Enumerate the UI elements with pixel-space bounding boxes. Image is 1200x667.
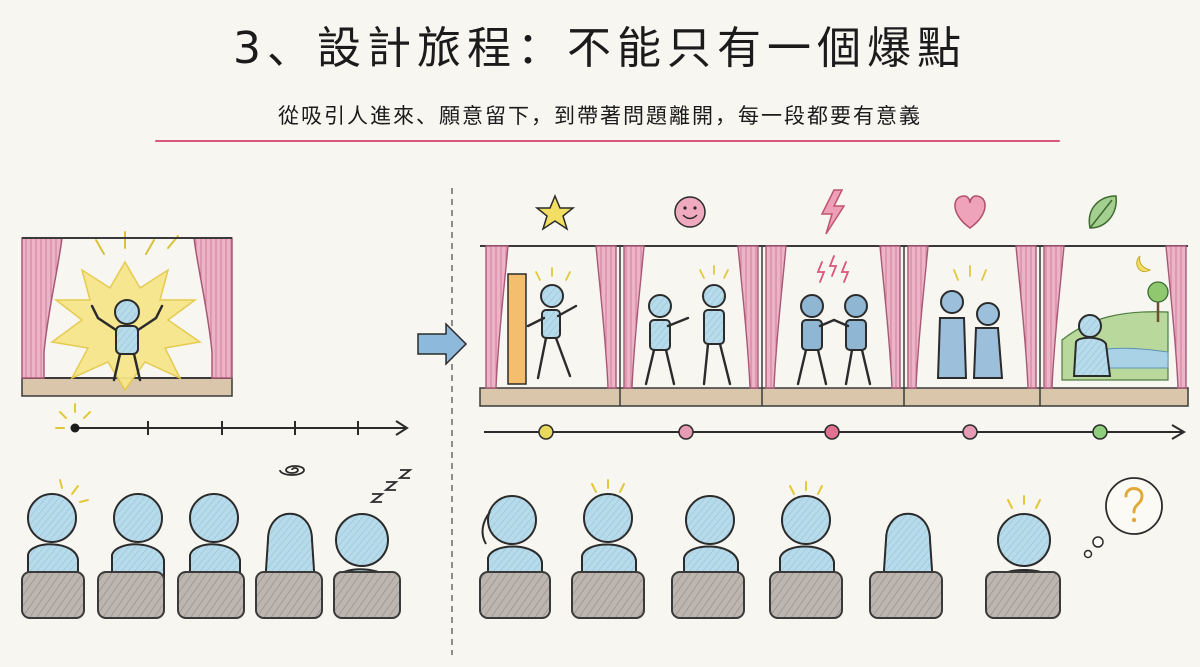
right-icons <box>534 189 1117 235</box>
leaf-icon <box>1088 195 1117 229</box>
right-timeline <box>484 424 1186 440</box>
left-stage <box>21 231 233 397</box>
smile-face-icon <box>674 196 706 228</box>
door-icon <box>507 273 527 385</box>
star-icon <box>534 194 576 231</box>
page-subtitle: 從吸引人進來、願意留下，到帶著問題離開，每一段都要有意義 <box>278 104 922 128</box>
zzz-sleep-icon <box>369 469 413 503</box>
right-stages <box>479 245 1189 407</box>
lightning-icon <box>820 189 846 235</box>
subtitle-underline <box>155 140 1060 142</box>
heart-icon <box>954 195 986 229</box>
question-thought-bubble-icon <box>1083 477 1163 559</box>
tree-icon <box>1147 281 1169 322</box>
timeline-dot-icon <box>70 423 80 433</box>
spiral-confused-icon <box>279 465 305 476</box>
moon-icon <box>1136 255 1152 272</box>
right-audience <box>479 477 1163 619</box>
left-timeline <box>55 403 409 436</box>
left-audience <box>21 465 413 619</box>
transition-arrow-icon <box>417 322 468 366</box>
page-title: 3、設計旅程：不能只有一個爆點 <box>233 23 967 74</box>
